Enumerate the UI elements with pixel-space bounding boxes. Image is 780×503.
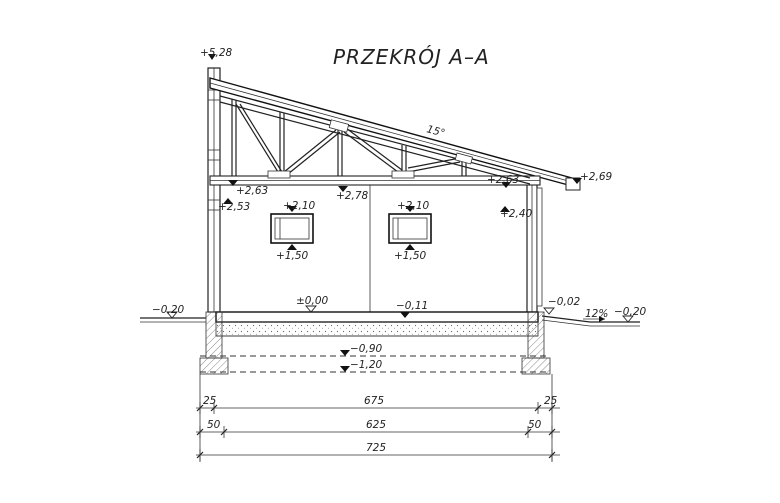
level-window2-bottom: +1,50: [394, 250, 426, 262]
level-gutter: +2,69: [580, 171, 612, 183]
level-mid-beam: +2,78: [336, 190, 368, 202]
dim-row2-right: 50: [528, 419, 542, 431]
roof-truss: [209, 95, 541, 186]
dim-row1-middle: 675: [364, 395, 384, 407]
level-window1-top: +2,10: [283, 200, 315, 212]
dim-row3-total: 725: [366, 442, 386, 454]
dim-row1-left: 25: [203, 395, 217, 407]
level-top: +5,28: [200, 47, 232, 59]
level-floor: ±0,00: [296, 295, 328, 307]
right-wall: [526, 179, 543, 313]
level-foundation-bottom: −1,20: [350, 359, 382, 371]
level-right-wall: +2,40: [500, 208, 532, 220]
ground-line: [140, 315, 640, 327]
level-eave-left: +2,63: [236, 185, 268, 197]
level-eave-right: +2,63: [487, 174, 519, 186]
level-ground-right-inner: −0,02: [548, 296, 580, 308]
window-left: [270, 213, 314, 244]
level-window1-bottom: +1,50: [276, 250, 308, 262]
dim-row1-right: 25: [544, 395, 558, 407]
dim-row2-left: 50: [207, 419, 221, 431]
level-window2-top: +2,10: [397, 200, 429, 212]
left-wall: [207, 67, 221, 313]
foundation-left: [199, 311, 229, 375]
section-title: PRZEKRÓJ A–A: [333, 45, 490, 69]
level-floor-low: −0,11: [396, 300, 428, 312]
foundation-right: [521, 311, 551, 375]
dim-row2-middle: 625: [366, 419, 386, 431]
roof-slope-label: 15°: [425, 123, 446, 139]
ground-slope-label: 12%: [585, 308, 608, 320]
level-beam-left: +2,53: [218, 201, 250, 213]
window-right: [388, 213, 432, 244]
level-ground-right: −0,20: [614, 306, 646, 318]
level-ground-left: −0,20: [152, 304, 184, 316]
level-foundation-top: −0,90: [350, 343, 382, 355]
floor-slab: [215, 311, 539, 337]
